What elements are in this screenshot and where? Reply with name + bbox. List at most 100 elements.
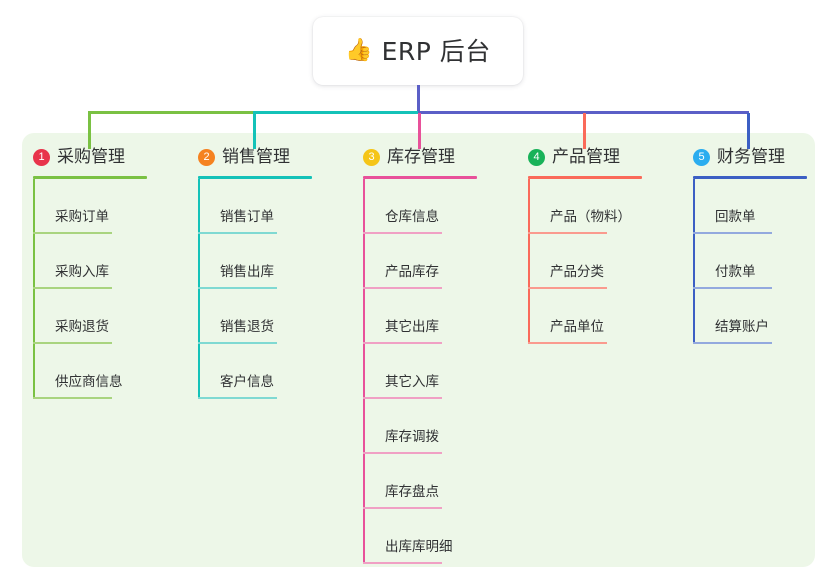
list-item[interactable]: 结算账户	[682, 289, 839, 344]
column-header-2[interactable]: 2 销售管理	[198, 146, 352, 168]
column-title-4: 产品管理	[552, 146, 620, 167]
column-header-rule-4	[528, 176, 642, 179]
list-item[interactable]: 库存盘点	[352, 454, 517, 509]
column-spine-4	[528, 179, 530, 344]
list-item-rule	[528, 342, 607, 344]
list-item[interactable]: 仓库信息	[352, 179, 517, 234]
column-spine-3	[363, 179, 365, 564]
list-item-label: 供应商信息	[55, 373, 123, 390]
column-items-5: 回款单付款单结算账户	[682, 179, 839, 344]
column-items-2: 销售订单销售出库销售退货客户信息	[187, 179, 352, 399]
list-item-rule	[693, 342, 772, 344]
column-spine-1	[33, 179, 35, 399]
list-item[interactable]: 采购订单	[22, 179, 187, 234]
column-items-3: 仓库信息产品库存其它出库其它入库库存调拨库存盘点出库库明细	[352, 179, 517, 564]
list-item-rule	[33, 397, 112, 399]
list-item-label: 产品（物料）	[550, 208, 631, 225]
list-item-rule	[363, 452, 442, 454]
list-item-label: 产品分类	[550, 263, 604, 280]
diagram-panel	[22, 133, 815, 567]
column-title-3: 库存管理	[387, 146, 455, 167]
list-item-label: 其它入库	[385, 373, 439, 390]
column-title-2: 销售管理	[222, 146, 290, 167]
list-item-label: 其它出库	[385, 318, 439, 335]
column-2: 2 销售管理销售订单销售出库销售退货客户信息	[187, 146, 352, 399]
column-3: 3 库存管理仓库信息产品库存其它出库其它入库库存调拨库存盘点出库库明细	[352, 146, 517, 564]
column-spine-5	[693, 179, 695, 344]
list-item-label: 采购退货	[55, 318, 109, 335]
list-item[interactable]: 销售订单	[187, 179, 352, 234]
column-title-1: 采购管理	[57, 146, 125, 167]
list-item-rule	[198, 287, 277, 289]
list-item-rule	[198, 342, 277, 344]
list-item-rule	[33, 342, 112, 344]
list-item-label: 付款单	[715, 263, 756, 280]
column-4: 4 产品管理产品（物料） 产品分类产品单位	[517, 146, 682, 344]
connector-drop-3	[418, 113, 421, 149]
list-item-rule	[363, 562, 442, 564]
list-item-label: 产品库存	[385, 263, 439, 280]
thumbs-up-icon: 👍	[345, 38, 373, 63]
column-badge-2: 2	[198, 148, 215, 166]
column-header-4[interactable]: 4 产品管理	[528, 146, 682, 168]
list-item-rule	[693, 232, 772, 234]
list-item-label: 销售退货	[220, 318, 274, 335]
list-item[interactable]: 采购退货	[22, 289, 187, 344]
column-header-3[interactable]: 3 库存管理	[363, 146, 517, 168]
column-badge-1: 1	[33, 148, 50, 166]
list-item[interactable]: 出库库明细	[352, 509, 517, 564]
list-item-rule	[198, 232, 277, 234]
list-item-rule	[33, 232, 112, 234]
root-node[interactable]: 👍 ERP 后台	[313, 17, 523, 85]
list-item-label: 销售出库	[220, 263, 274, 280]
list-item-label: 客户信息	[220, 373, 274, 390]
column-header-rule-5	[693, 176, 807, 179]
list-item-label: 采购订单	[55, 208, 109, 225]
list-item[interactable]: 销售退货	[187, 289, 352, 344]
connector-hbar-2	[253, 111, 419, 114]
list-item[interactable]: 其它入库	[352, 344, 517, 399]
column-title-5: 财务管理	[717, 146, 785, 167]
list-item-rule	[363, 397, 442, 399]
list-item[interactable]: 客户信息	[187, 344, 352, 399]
list-item[interactable]: 采购入库	[22, 234, 187, 289]
list-item-label: 仓库信息	[385, 208, 439, 225]
list-item[interactable]: 产品库存	[352, 234, 517, 289]
column-header-rule-2	[198, 176, 312, 179]
column-items-1: 采购订单采购入库采购退货供应商信息	[22, 179, 187, 399]
list-item[interactable]: 回款单	[682, 179, 839, 234]
column-badge-4: 4	[528, 148, 545, 166]
column-badge-3: 3	[363, 148, 380, 166]
list-item-label: 回款单	[715, 208, 756, 225]
column-header-rule-3	[363, 176, 477, 179]
connector-drop-5	[747, 113, 750, 149]
column-header-rule-1	[33, 176, 147, 179]
list-item-label: 库存盘点	[385, 483, 439, 500]
list-item[interactable]: 库存调拨	[352, 399, 517, 454]
list-item[interactable]: 产品（物料）	[517, 179, 682, 234]
list-item[interactable]: 产品单位	[517, 289, 682, 344]
list-item[interactable]: 产品分类	[517, 234, 682, 289]
list-item-label: 结算账户	[715, 318, 769, 335]
list-item-rule	[198, 397, 277, 399]
list-item[interactable]: 其它出库	[352, 289, 517, 344]
column-1: 1 采购管理采购订单采购入库采购退货供应商信息	[22, 146, 187, 399]
column-header-1[interactable]: 1 采购管理	[33, 146, 187, 168]
list-item-rule	[363, 232, 442, 234]
list-item-label: 出库库明细	[385, 538, 453, 555]
list-item-label: 销售订单	[220, 208, 274, 225]
connector-drop-2	[253, 113, 256, 149]
connector-hbar-1	[88, 111, 254, 114]
list-item-rule	[363, 507, 442, 509]
connector-drop-4	[583, 113, 586, 149]
list-item[interactable]: 销售出库	[187, 234, 352, 289]
list-item-label: 产品单位	[550, 318, 604, 335]
list-item-rule	[33, 287, 112, 289]
root-stem-connector	[417, 85, 420, 113]
list-item[interactable]: 供应商信息	[22, 344, 187, 399]
root-title: ERP 后台	[381, 36, 491, 66]
list-item[interactable]: 付款单	[682, 234, 839, 289]
list-item-rule	[528, 287, 607, 289]
